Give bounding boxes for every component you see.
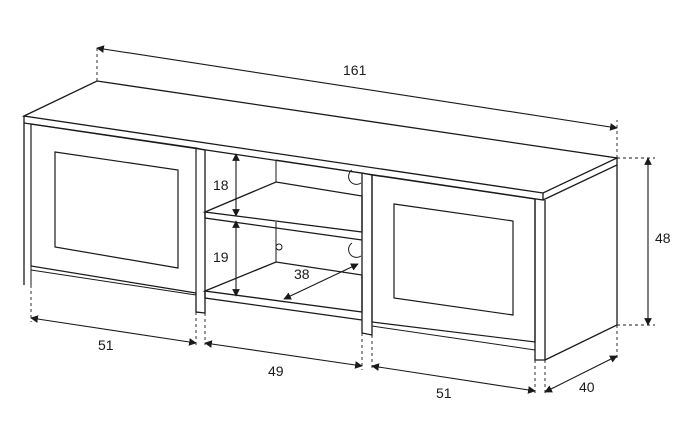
lower-shelf-height-label: 19 — [213, 249, 229, 265]
dimension-labels: 161 48 40 51 49 51 18 19 38 — [98, 62, 671, 401]
shelf-depth-label: 38 — [294, 266, 310, 282]
height-label: 48 — [655, 230, 671, 246]
dimension-arrows — [30, 45, 652, 394]
depth-label: 40 — [579, 379, 595, 395]
bottom-shelf-outline — [202, 261, 363, 313]
right-door-base — [371, 322, 536, 351]
upper-shelf-height-label: 18 — [213, 177, 229, 193]
top-front-edge — [23, 116, 544, 201]
left-door-base — [30, 266, 197, 296]
left-door — [30, 123, 206, 314]
right-front-post — [534, 199, 546, 361]
bottom-shelf-front — [204, 291, 363, 321]
cable-hole-bottom — [348, 242, 362, 258]
left-door-width-label: 51 — [98, 337, 114, 353]
cable-port — [275, 243, 283, 251]
cable-hole-top — [348, 169, 362, 185]
center-compartment — [202, 159, 363, 321]
center-opening-label: 49 — [268, 363, 284, 379]
upper-shelf-front — [204, 212, 363, 241]
depth-arrow — [544, 355, 618, 393]
overall-width-label: 161 — [343, 62, 367, 78]
right-door-panel — [393, 203, 514, 316]
compartment-back-top — [275, 159, 363, 174]
right-door-frame — [371, 174, 536, 343]
extension-lines — [30, 46, 655, 395]
right-door-width-arrow — [371, 363, 536, 394]
left-door-panel — [54, 151, 179, 269]
left-door-width-arrow — [30, 315, 197, 346]
shelf-depth-arrow — [283, 263, 359, 300]
left-door-frame — [30, 123, 197, 294]
overall-width-arrow — [96, 45, 618, 131]
center-opening-arrow — [204, 340, 363, 369]
right-divider — [361, 172, 373, 336]
cabinet-body — [21, 80, 620, 361]
cabinet-top — [21, 80, 620, 194]
top-side-edge — [542, 158, 618, 201]
left-divider — [195, 147, 206, 314]
right-door-width-label: 51 — [436, 385, 452, 401]
right-door — [361, 172, 536, 351]
